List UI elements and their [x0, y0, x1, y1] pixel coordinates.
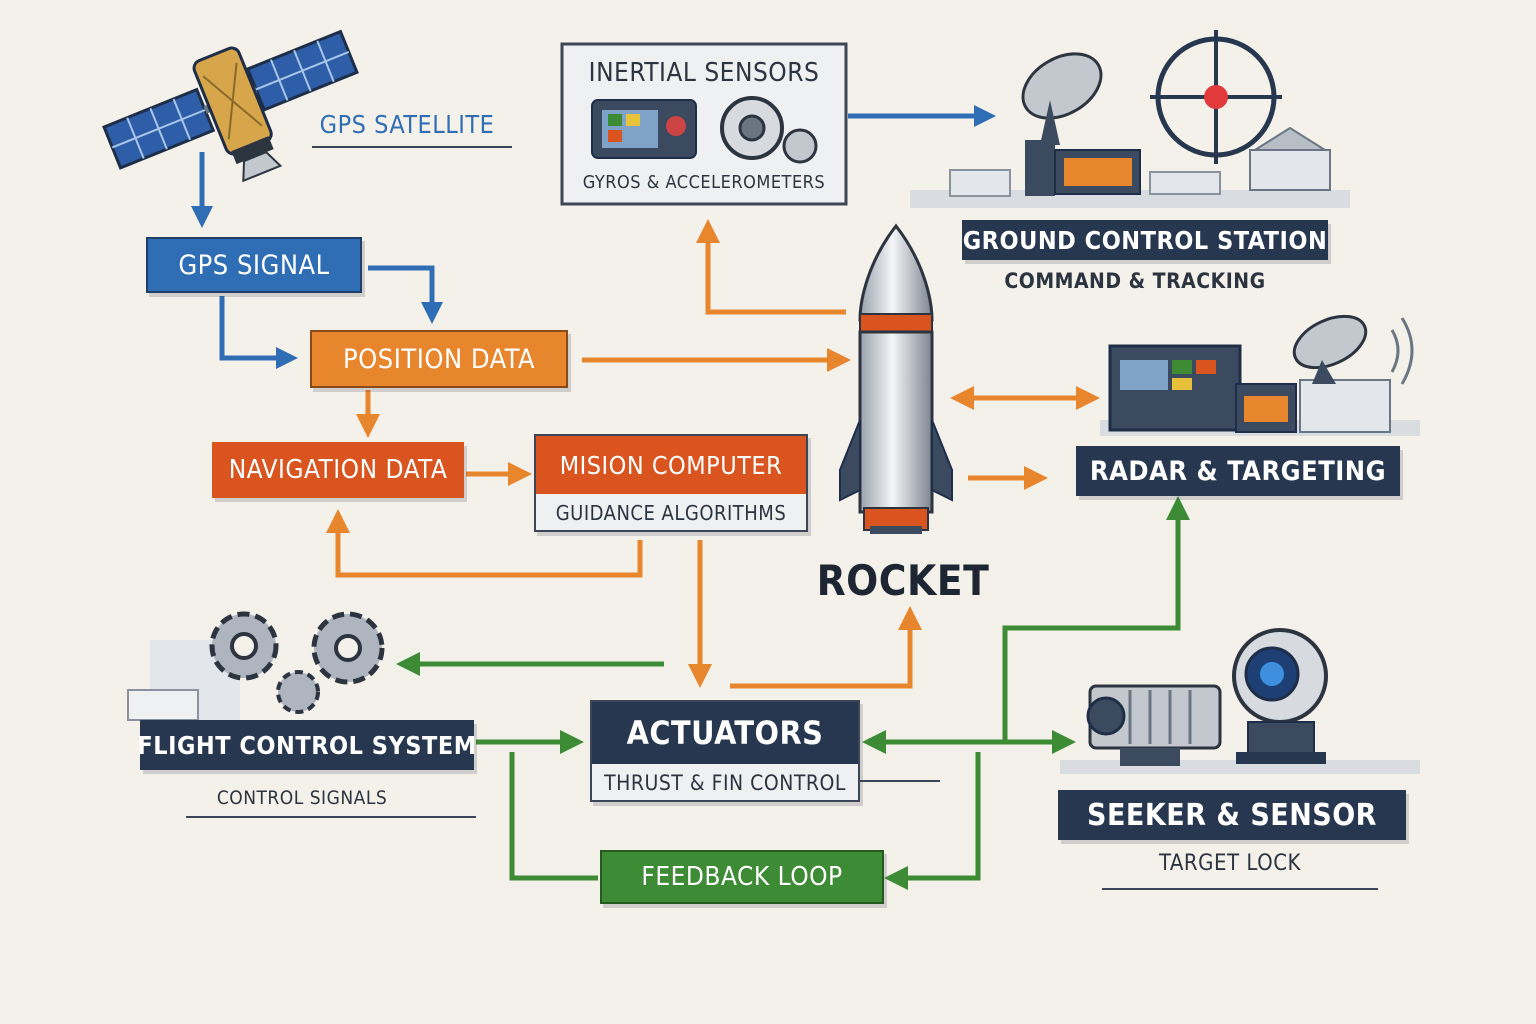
gears-icon — [127, 611, 385, 721]
gps-arrows — [191, 105, 996, 369]
navigation-data-box: NAVIGATION DATA — [212, 442, 464, 498]
target-crosshair-icon — [1150, 30, 1282, 164]
orange-arrows — [326, 219, 1100, 689]
seeker-camera-illustration — [1060, 628, 1420, 774]
gps-signal-box: GPS SIGNAL — [146, 237, 362, 293]
position-data-box: POSITION DATA — [310, 330, 568, 388]
gps-satellite-label: GPS SATELLITE — [319, 109, 495, 139]
actuators-underline — [860, 780, 940, 782]
actuators-title: ACTUATORS — [592, 702, 858, 764]
inertial-sensors-panel — [560, 42, 848, 206]
gps-satellite-underline — [312, 146, 512, 148]
ground-control-station-box: GROUND CONTROL STATION — [962, 220, 1328, 260]
command-tracking-label: COMMAND & TRACKING — [1004, 269, 1266, 293]
rocket-illustration — [839, 223, 953, 534]
gyros-accelerometers-label: GYROS & ACCELEROMETERS — [582, 171, 826, 193]
mission-computer-panel: MISION COMPUTER GUIDANCE ALGORITHMS — [534, 434, 808, 532]
radar-facility-illustration — [1100, 314, 1420, 436]
target-lock-label: TARGET LOCK — [1159, 850, 1301, 876]
seeker-sensor-box: SEEKER & SENSOR — [1058, 790, 1406, 840]
control-signals-underline — [186, 816, 476, 818]
ground-station-illustration — [910, 30, 1350, 208]
inertial-sensors-title: INERTIAL SENSORS — [588, 58, 820, 88]
satellite-icon — [102, 29, 359, 183]
radar-targeting-box: RADAR & TARGETING — [1076, 446, 1400, 496]
flight-control-system-box: FLIGHT CONTROL SYSTEM — [137, 720, 476, 770]
green-arrows — [396, 496, 1190, 890]
guidance-algorithms-label: GUIDANCE ALGORITHMS — [555, 501, 787, 525]
rocket-label: ROCKET — [816, 555, 990, 605]
thrust-fin-control-label: THRUST & FIN CONTROL — [604, 771, 846, 795]
target-lock-underline — [1102, 888, 1378, 890]
control-signals-label: CONTROL SIGNALS — [216, 787, 388, 809]
mission-computer-title: MISION COMPUTER — [536, 436, 806, 494]
actuators-panel: ACTUATORS THRUST & FIN CONTROL — [590, 700, 860, 802]
feedback-loop-box: FEEDBACK LOOP — [600, 850, 884, 904]
